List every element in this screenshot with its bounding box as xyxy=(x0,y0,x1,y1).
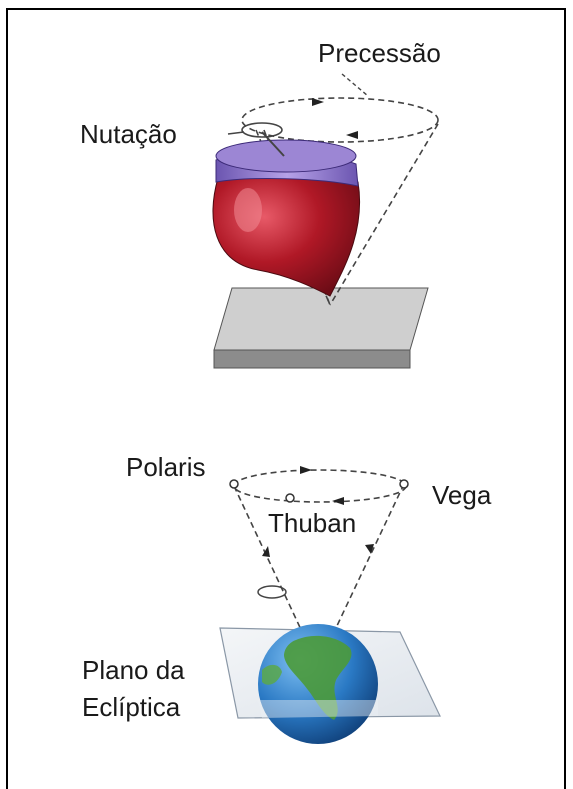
label-thuban: Thuban xyxy=(268,508,356,538)
spinning-top-group: Precessão Nutação xyxy=(80,38,441,369)
polaris-star-icon xyxy=(229,479,239,489)
label-nutation: Nutação xyxy=(80,119,177,149)
base-plate-top xyxy=(213,287,429,351)
cone-arrow-icon xyxy=(365,544,374,554)
star-circle-arrow-icon xyxy=(300,466,312,474)
cone-arrow-icon xyxy=(262,546,270,557)
precession-arrow-icon xyxy=(346,131,358,139)
ecliptic-plane-front xyxy=(258,700,378,718)
label-ecliptic-line2: Eclíptica xyxy=(82,692,181,722)
label-precession: Precessão xyxy=(318,38,441,68)
nutation-loop xyxy=(241,122,283,138)
figure-frame xyxy=(6,8,566,789)
top-axis xyxy=(261,131,285,157)
label-polaris: Polaris xyxy=(126,452,205,482)
nutation-leader xyxy=(227,131,245,135)
vega-star-icon xyxy=(399,479,409,489)
precession-leader xyxy=(341,73,369,97)
thuban-star-icon xyxy=(285,493,295,503)
label-ecliptic-line1: Plano da xyxy=(82,655,185,685)
top-cap xyxy=(215,139,357,173)
top-highlight xyxy=(234,188,262,232)
star-circle-arrow-icon xyxy=(332,497,344,505)
top-body xyxy=(212,173,361,297)
precession-arrow-icon xyxy=(312,98,324,106)
earth-nutation-loop xyxy=(257,585,287,599)
earth-group: Polaris Vega Thuban Plano da Eclíptica xyxy=(82,452,492,744)
label-vega: Vega xyxy=(432,480,492,510)
earth-continent xyxy=(284,635,352,720)
base-plate-side xyxy=(213,349,411,369)
earth-continent xyxy=(262,664,282,685)
